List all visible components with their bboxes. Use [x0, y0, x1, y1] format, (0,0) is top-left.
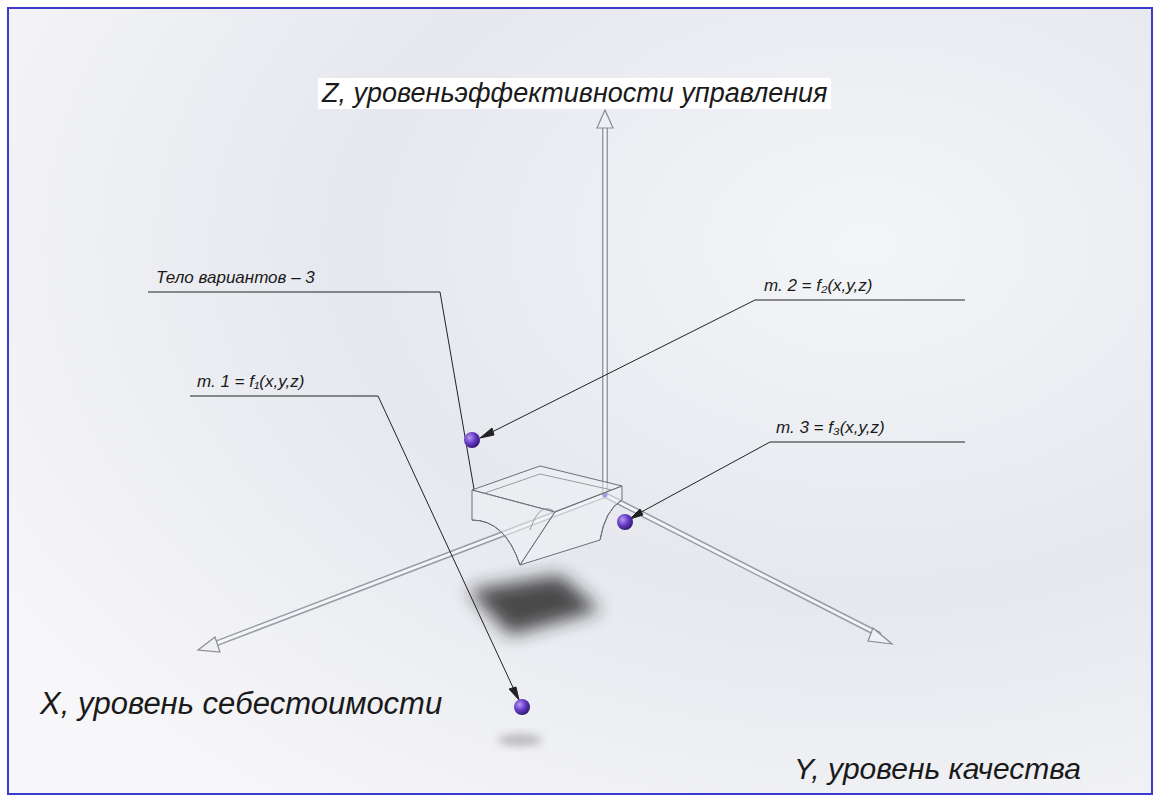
leader-lines	[148, 292, 965, 700]
callout-label: т. 1 = f₁(x,y,z)	[193, 372, 308, 392]
axis-label: X, уровень себестоимости	[36, 686, 446, 722]
axis-label: Y, уровень качества	[790, 752, 1085, 787]
callout-label: т. 2 = f₂(x,y,z)	[760, 276, 876, 296]
point-spheres	[464, 432, 633, 715]
variant-body	[472, 466, 622, 565]
callout-label: Тело вариантов – 3	[152, 268, 319, 288]
frame	[8, 8, 1152, 794]
body-shadow	[468, 575, 600, 635]
axis-label: Z, уровеньэффективности управления	[318, 78, 831, 109]
callout-label: т. 3 = f₃(x,y,z)	[772, 418, 889, 438]
sphere-shadow	[498, 734, 542, 746]
